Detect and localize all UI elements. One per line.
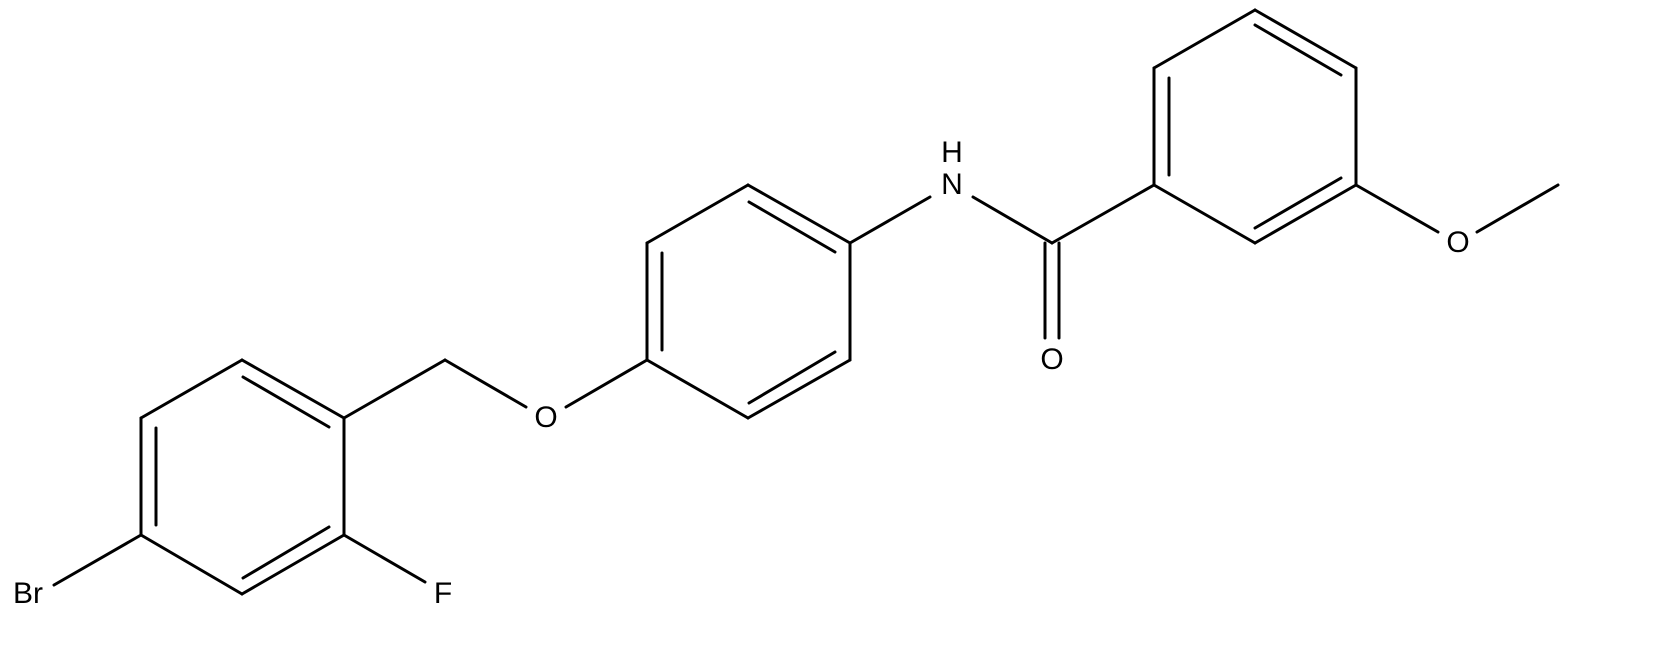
bond-ring-to-ether-o: [564, 358, 649, 409]
amide-nitrogen-label: N: [941, 168, 963, 201]
bond-ring-c-right-inner: [1253, 23, 1343, 77]
bond-ring-c-right: [1253, 183, 1358, 245]
bond-ring-c-middle: [645, 183, 750, 245]
bond-ring-c-middle: [645, 358, 750, 420]
fluorine-label: F: [434, 577, 452, 610]
bond-ring-to-carbonyl: [1050, 183, 1156, 245]
bond-ring-c-middle: [746, 358, 852, 420]
bond-ring-c-left-inner: [241, 525, 331, 580]
bromine-label: Br: [13, 577, 43, 610]
bond-n-to-ring: [848, 195, 932, 245]
ether-oxygen-label: O: [534, 401, 557, 434]
bond-o-ch3-methoxy: [1475, 183, 1560, 234]
bond-ether-o-to-ch2: [443, 358, 528, 409]
bonds: [52, 8, 1560, 596]
carbonyl-oxygen-label: O: [1040, 343, 1063, 376]
bond-ring-c-left: [240, 533, 346, 596]
bond-ring-c-right: [1152, 183, 1257, 245]
methoxy-oxygen-label: O: [1446, 226, 1469, 259]
bond-ring-c-middle: [746, 183, 852, 245]
bond-ring-c-left-inner: [241, 375, 331, 429]
atom-labels: H N O O O F Br: [13, 136, 1470, 610]
bond-ring-c-right: [1152, 8, 1257, 70]
bond-c-o-methoxy: [1354, 183, 1440, 234]
bond-ch2-to-ring: [342, 358, 447, 420]
bond-ring-c-right: [1253, 8, 1358, 70]
bond-carbonyl-to-n: [971, 195, 1054, 245]
bond-ring-c-middle-inner: [747, 350, 837, 405]
bond-c-f: [342, 533, 427, 584]
bond-ring-c-left: [139, 358, 244, 420]
nh-hydrogen-label: H: [941, 136, 963, 169]
bond-c-br: [52, 533, 143, 587]
bond-ring-c-left: [240, 358, 346, 420]
bond-ring-c-middle-inner: [747, 200, 837, 254]
bond-ring-c-left: [139, 533, 244, 596]
bond-ring-c-right-inner: [1253, 176, 1343, 230]
